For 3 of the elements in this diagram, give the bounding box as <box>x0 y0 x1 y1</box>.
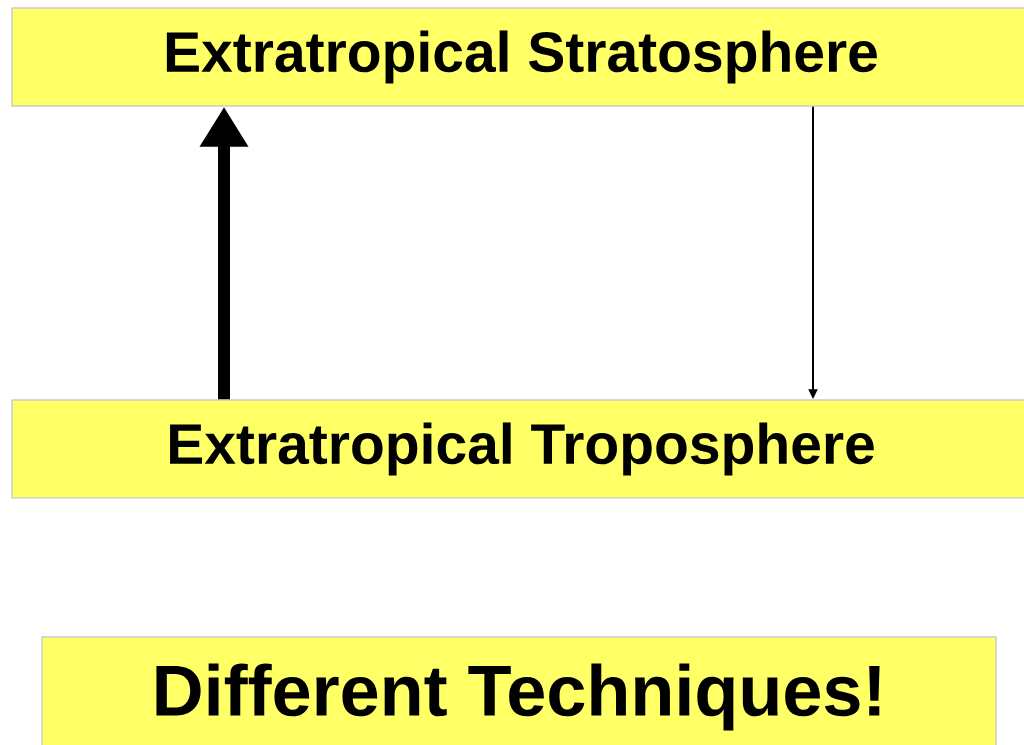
label-box: Different Techniques! <box>41 636 997 745</box>
label-box: Extratropical Stratosphere <box>11 7 1024 107</box>
label-box: Extratropical Troposphere <box>11 399 1024 499</box>
